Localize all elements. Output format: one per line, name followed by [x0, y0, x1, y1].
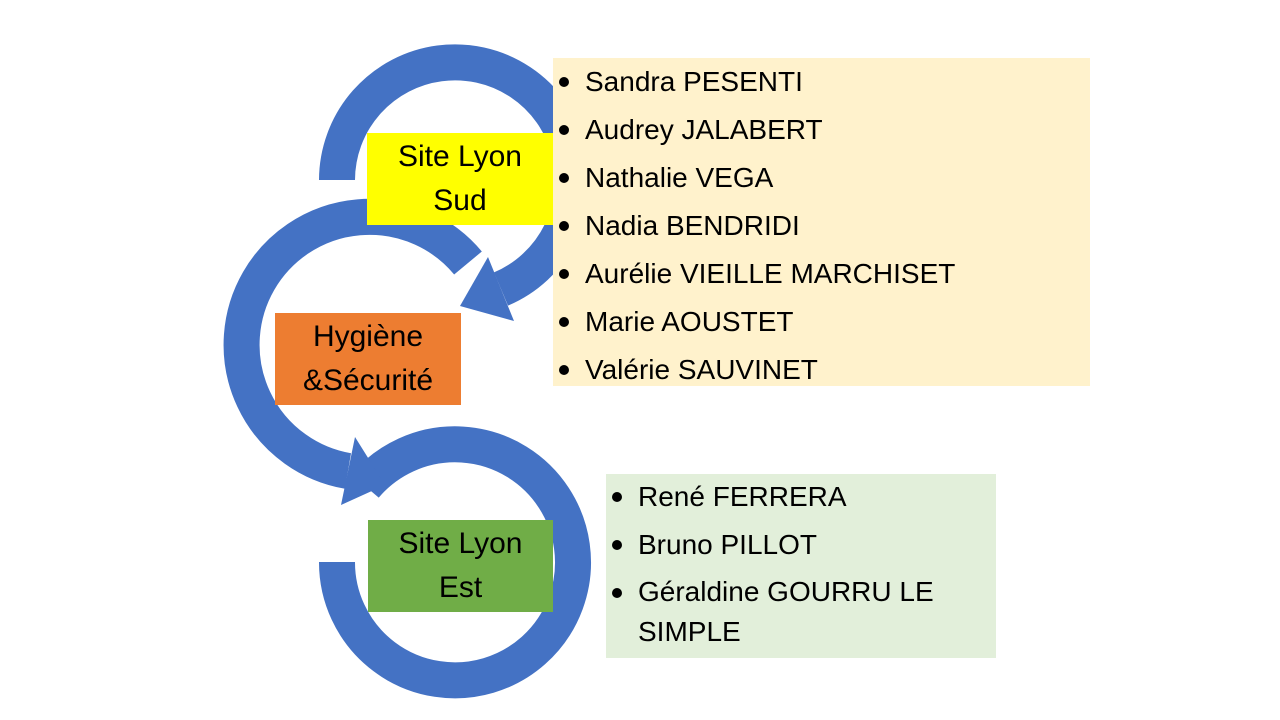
bullet-icon	[612, 540, 622, 550]
node-label: Site Lyon Sud	[398, 140, 522, 217]
list-item: Aurélie VIEILLE MARCHISET	[553, 250, 1090, 298]
bullet-icon	[559, 221, 569, 231]
node-label: Hygiène &Sécurité	[302, 320, 434, 397]
node-site-lyon-sud: Site Lyon Sud	[367, 133, 553, 225]
list-item: Valérie SAUVINET	[553, 346, 1090, 394]
node-site-lyon-est: Site Lyon Est	[368, 520, 553, 612]
bullet-icon	[559, 77, 569, 87]
list-item: René FERRERA	[606, 476, 982, 518]
bullet-icon	[559, 365, 569, 375]
list-item: Nathalie VEGA	[553, 154, 1090, 202]
arrow-arc-est	[319, 426, 591, 699]
list-site-est: René FERRERA Bruno PILLOT Géraldine GOUR…	[606, 474, 996, 658]
list-item: Géraldine GOURRU LE SIMPLE	[606, 572, 982, 652]
bullet-icon	[559, 125, 569, 135]
list-item: Marie AOUSTET	[553, 298, 1090, 346]
list-item: Bruno PILLOT	[606, 524, 982, 566]
list-item: Sandra PESENTI	[553, 58, 1090, 106]
bullet-icon	[612, 492, 622, 502]
bullet-icon	[559, 269, 569, 279]
arrowhead-icon	[460, 257, 514, 321]
list-site-sud: Sandra PESENTI Audrey JALABERT Nathalie …	[553, 58, 1090, 386]
list-item: Audrey JALABERT	[553, 106, 1090, 154]
bullet-icon	[612, 588, 622, 598]
node-label: Site Lyon Est	[398, 527, 523, 604]
list-item: Nadia BENDRIDI	[553, 202, 1090, 250]
arrowhead-icon	[341, 437, 385, 505]
bullet-icon	[559, 173, 569, 183]
bullet-icon	[559, 317, 569, 327]
node-hygiene-securite: Hygiène &Sécurité	[275, 313, 461, 405]
